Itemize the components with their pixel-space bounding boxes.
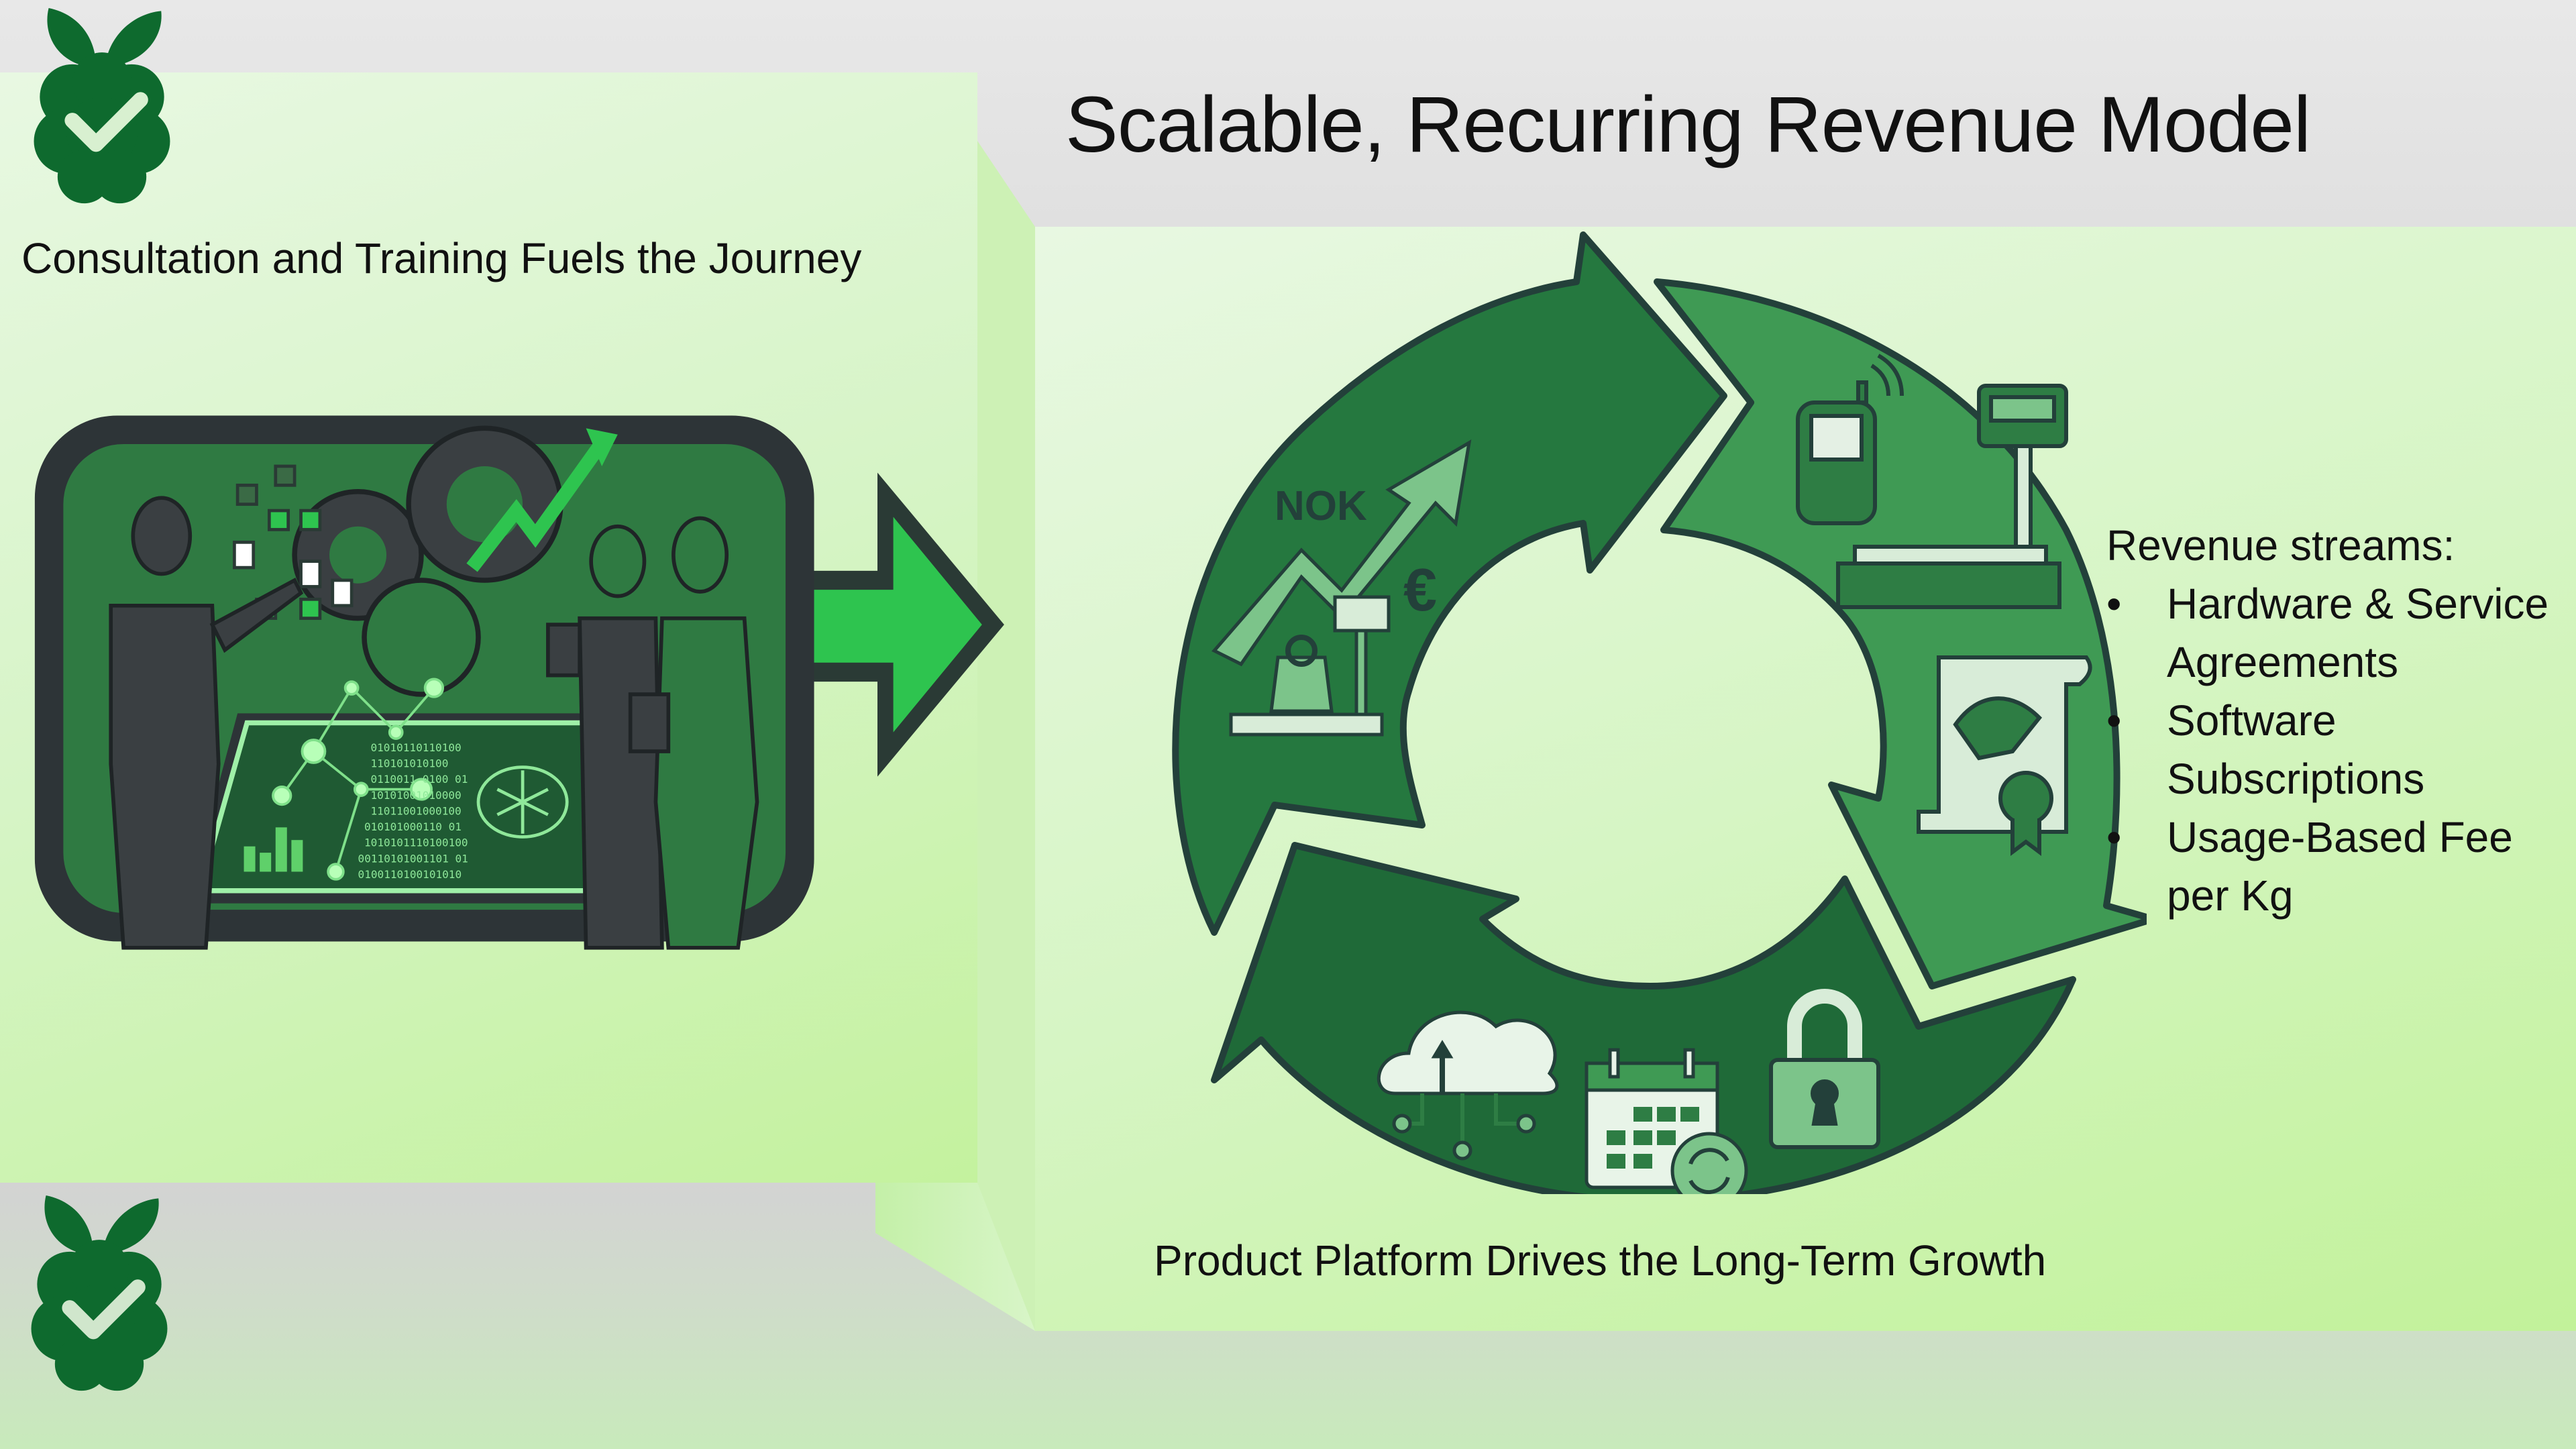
growth-arrow-icon	[466, 443, 604, 572]
svg-text:0110011 0100 01: 0110011 0100 01	[370, 773, 468, 786]
consultation-illustration: 01010110110100 110101010100 0110011 0100…	[34, 415, 1004, 950]
bullet-icon: •	[2106, 696, 2122, 745]
bullet-icon: •	[2106, 813, 2122, 861]
calendar-renewal-icon	[1585, 1048, 1748, 1194]
svg-text:01010110110100: 01010110110100	[370, 741, 461, 754]
cycle-segment-software	[1211, 842, 2076, 1194]
revenue-stream-item: • Software Subscriptions	[2106, 692, 2548, 808]
revenue-cycle-diagram: NOK €	[1172, 231, 2147, 1194]
presenter-person-icon	[109, 496, 304, 950]
lock-icon	[1769, 989, 1880, 1149]
cycle-segment-growth: NOK €	[1172, 231, 1727, 936]
handheld-terminal-icon	[1796, 354, 1904, 525]
journey-arrow-icon	[763, 472, 1004, 777]
nok-label: NOK	[1275, 483, 1367, 529]
consultation-heading: Consultation and Training Fuels the Jour…	[21, 234, 862, 282]
binary-code: 01010110110100 110101010100 0110011 0100…	[358, 741, 468, 881]
svg-text:0100110100101010: 0100110100101010	[358, 868, 462, 881]
agreement-handshake-icon	[1917, 655, 2092, 856]
cycle-segment-hardware	[1654, 278, 2147, 989]
svg-text:1010101110100100: 1010101110100100	[364, 837, 468, 849]
bullet-icon: •	[2106, 580, 2122, 628]
svg-text:00110101001101 01: 00110101001101 01	[358, 852, 468, 865]
weight-icon	[1269, 655, 1334, 713]
revenue-streams-heading: Revenue streams:	[2106, 521, 2455, 570]
network-graph-icon	[272, 678, 444, 881]
brain-icon	[476, 765, 569, 839]
man-with-tablet-icon	[628, 516, 759, 950]
revenue-stream-item: • Hardware & Service Agreements	[2106, 575, 2548, 692]
svg-text:11011001000100: 11011001000100	[370, 804, 461, 817]
cloud-icon	[1377, 1010, 1559, 1161]
euro-label: €	[1403, 557, 1437, 624]
platform-caption: Product Platform Drives the Long-Term Gr…	[1154, 1236, 2047, 1285]
slide-title: Scalable, Recurring Revenue Model	[1065, 80, 2311, 169]
raspberry-check-logo-bottom	[31, 1195, 168, 1391]
svg-text:010101000110 01: 010101000110 01	[364, 820, 462, 833]
raspberry-check-logo-top	[34, 8, 170, 204]
growth-arrow-icon	[1212, 439, 1472, 667]
svg-text:110101010100: 110101010100	[370, 757, 448, 770]
platform-scale-icon	[1836, 384, 2068, 609]
revenue-stream-item: • Usage-Based Fee per Kg	[2106, 808, 2548, 925]
bar-chart-icon	[244, 827, 303, 872]
svg-text:10101001010000: 10101001010000	[370, 789, 461, 802]
revenue-streams-list: Revenue streams: • Hardware & Service Ag…	[2106, 517, 2548, 925]
scale-icon	[1229, 595, 1391, 737]
